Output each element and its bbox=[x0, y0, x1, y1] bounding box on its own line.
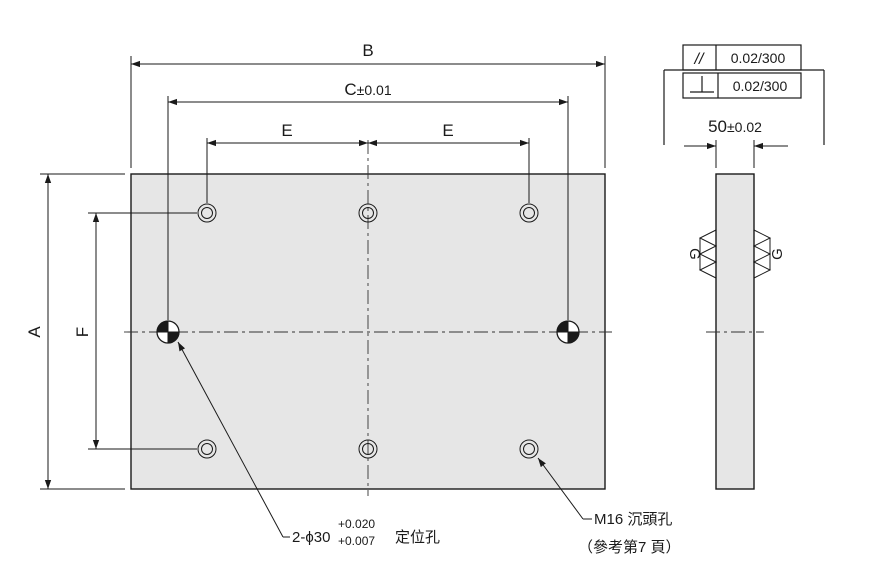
dim-b-label: B bbox=[362, 41, 373, 60]
side-view: // 0.02/300 ⊥ 0.02/300 50±0.02 bbox=[0, 0, 825, 490]
dimension-a: A bbox=[25, 173, 125, 490]
dimension-c: C±0.01 bbox=[167, 80, 569, 320]
thickness-dimension: 50±0.02 bbox=[684, 117, 788, 168]
parallelism-frame: // 0.02/300 bbox=[682, 44, 802, 71]
dimension-f: F bbox=[73, 212, 197, 450]
counterbore-ref: （參考第7 頁） bbox=[578, 538, 681, 556]
parallel-value: 0.02/300 bbox=[731, 50, 786, 66]
dimension-b: B bbox=[130, 41, 606, 168]
front-view: B C±0.01 E E A bbox=[25, 41, 681, 556]
dowel-tol-lower: +0.007 bbox=[338, 534, 375, 548]
dowel-hole-right bbox=[556, 320, 580, 344]
counterbore-leader bbox=[537, 457, 592, 520]
counterbore-hole-bottom-left bbox=[197, 439, 217, 459]
perp-value: 0.02/300 bbox=[733, 78, 788, 94]
dim-f-label: F bbox=[73, 327, 92, 337]
counterbore-hole-top-left bbox=[197, 203, 217, 223]
perpendicularity-frame: ⊥ 0.02/300 bbox=[0, 0, 825, 145]
dowel-label: 定位孔 bbox=[395, 529, 440, 546]
counterbore-hole-bottom-center bbox=[358, 439, 378, 459]
thickness-label: 50±0.02 bbox=[708, 117, 762, 136]
grind-mark-left: G bbox=[686, 229, 718, 279]
dim-c-label: C±0.01 bbox=[344, 80, 391, 99]
parallel-symbol: // bbox=[694, 51, 705, 68]
perp-symbol: ⊥ bbox=[0, 0, 1, 1]
dowel-callout: 2-ϕ30 bbox=[292, 529, 330, 546]
dim-e-left-label: E bbox=[281, 121, 292, 140]
counterbore-hole-bottom-right bbox=[519, 439, 539, 459]
dim-a-label: A bbox=[25, 326, 44, 338]
counterbore-hole-top-right bbox=[519, 203, 539, 223]
counterbore-label: M16 沉頭孔 bbox=[594, 511, 672, 528]
dimension-e: E E bbox=[206, 121, 530, 203]
dowel-leader bbox=[177, 341, 290, 538]
dowel-hole-left bbox=[156, 320, 180, 344]
dim-e-right-label: E bbox=[442, 121, 453, 140]
grind-mark-right: G bbox=[752, 229, 786, 279]
side-plate-outline bbox=[715, 173, 755, 490]
dowel-tol-upper: +0.020 bbox=[338, 517, 375, 531]
counterbore-hole-top-center bbox=[358, 203, 378, 223]
grind-mark-left-label: G bbox=[686, 248, 703, 260]
grind-mark-right-label: G bbox=[769, 248, 786, 260]
